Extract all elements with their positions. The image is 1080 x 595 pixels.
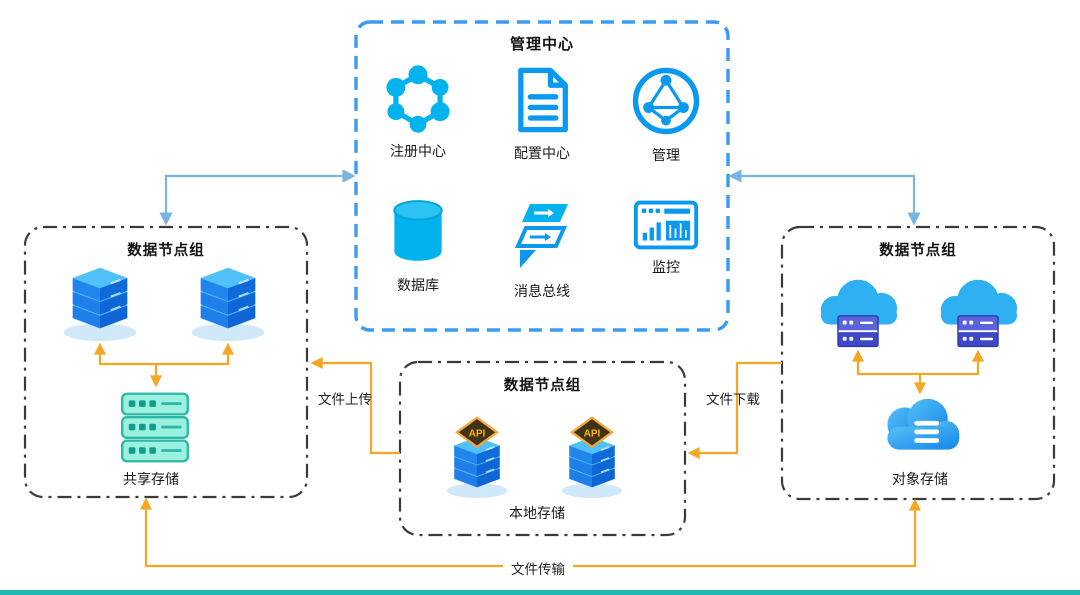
file-transfer-label: 文件传输 — [503, 558, 573, 578]
center-group-title: 数据节点组 — [503, 378, 582, 394]
right-clouds-junction-arrow — [851, 349, 985, 376]
globe-network-icon — [629, 64, 703, 138]
left-management-link-arrow — [159, 169, 356, 226]
mgmt-item-label: 配置中心 — [514, 145, 570, 161]
mgmt-item-manage: 管理 — [608, 64, 724, 165]
mgmt-item-label: 注册中心 — [390, 143, 446, 159]
registry-icon — [378, 64, 458, 134]
mgmt-item-label: 监控 — [652, 259, 680, 275]
mgmt-item-config: 配置中心 — [484, 64, 600, 163]
config-document-icon — [506, 64, 578, 136]
cloud-server-icon — [812, 274, 904, 354]
file-upload-label: 文件上传 — [318, 392, 372, 407]
cloud-server-icon — [932, 274, 1024, 354]
iso-server-icon — [56, 260, 144, 342]
message-bus-icon — [506, 198, 578, 274]
database-cylinder-icon — [385, 196, 451, 268]
mgmt-item-monitor: 监控 — [608, 200, 724, 277]
monitor-chart-icon — [633, 200, 699, 250]
object-storage-label: 对象存储 — [892, 471, 948, 487]
mgmt-item-registry: 注册中心 — [360, 64, 476, 161]
mgmt-item-msgbus: 消息总线 — [484, 198, 600, 301]
mgmt-item-database: 数据库 — [360, 196, 476, 295]
shared-storage-label: 共享存储 — [123, 471, 179, 487]
file-download-arrow — [687, 361, 782, 460]
right-management-link-arrow — [728, 169, 921, 226]
file-download-label: 文件下载 — [706, 392, 760, 407]
right-group-title: 数据节点组 — [879, 243, 957, 259]
management-center-title: 管理中心 — [509, 36, 574, 53]
mgmt-item-label: 管理 — [652, 147, 680, 163]
file-upload-arrow — [310, 356, 400, 455]
api-server-icon — [551, 414, 633, 498]
bottom-accent-bar — [0, 590, 1080, 595]
local-storage-label: 本地存储 — [509, 505, 565, 521]
mgmt-item-label: 数据库 — [397, 277, 439, 293]
iso-server-icon — [184, 260, 272, 342]
left-group-title: 数据节点组 — [127, 243, 205, 259]
object-storage-cloud-icon — [874, 394, 966, 463]
mgmt-item-label: 消息总线 — [514, 283, 570, 299]
api-server-icon — [436, 414, 518, 498]
shared-storage-icon — [110, 388, 200, 467]
left-servers-junction-arrow — [93, 342, 235, 366]
